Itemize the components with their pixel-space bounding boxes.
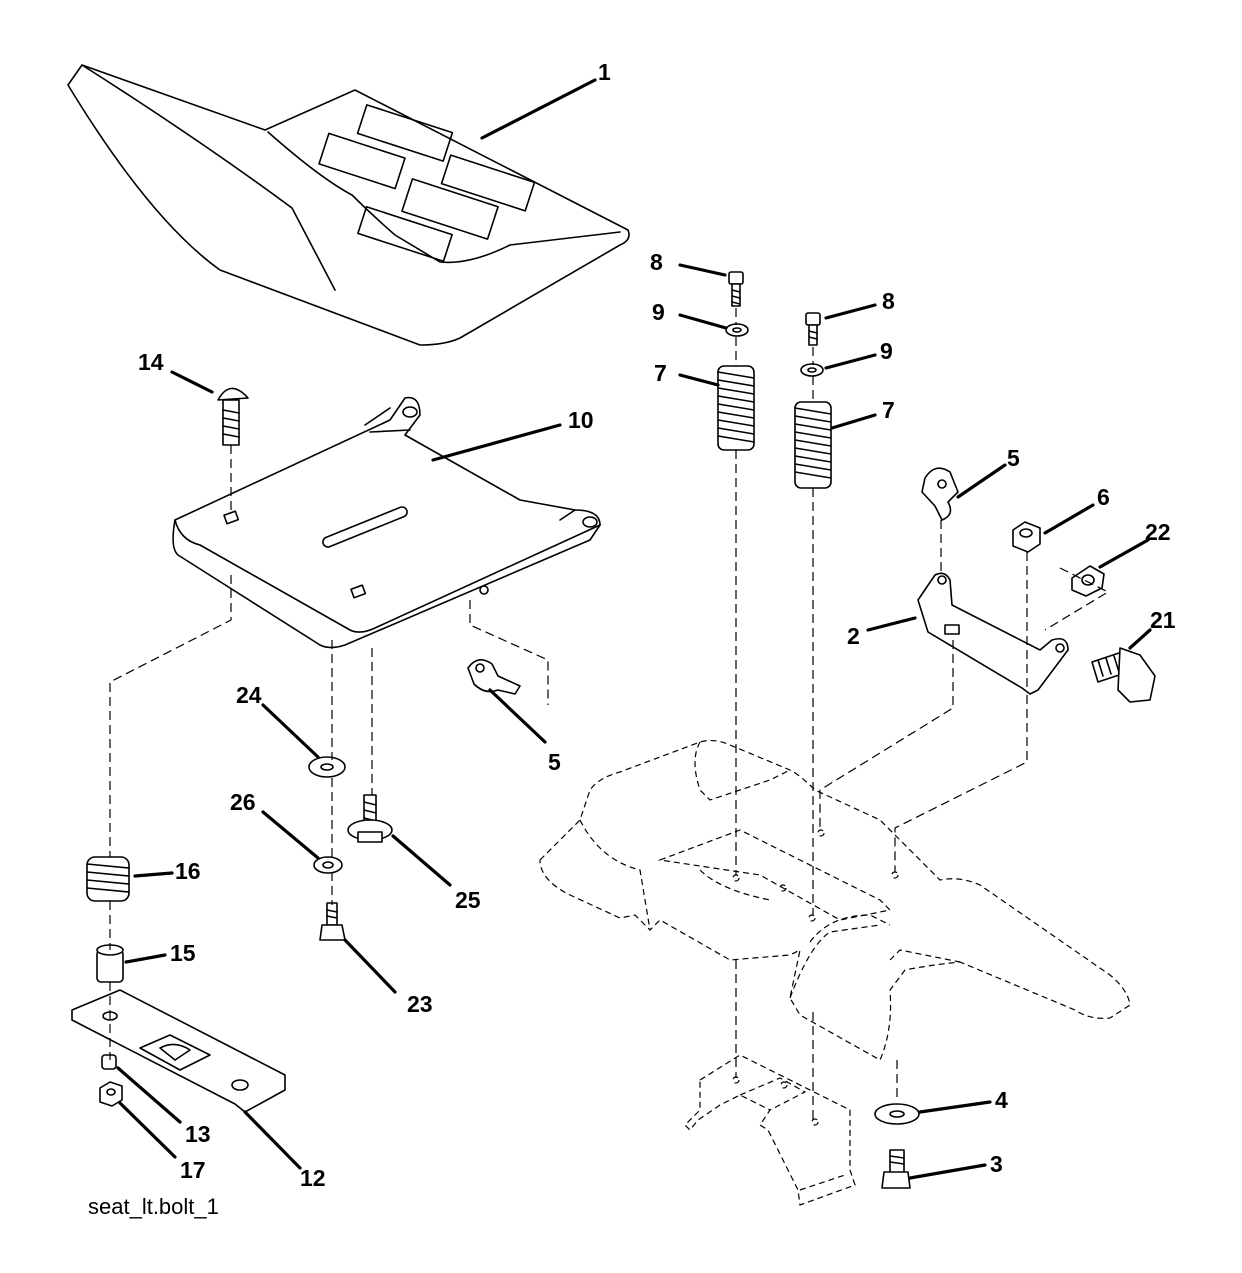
hex-bolt-23: [319, 902, 346, 941]
callout-22: 22: [1145, 519, 1171, 545]
callout-15: 15: [170, 940, 196, 966]
callout-leaders: [116, 78, 1152, 1180]
bolt-left: [728, 271, 744, 307]
callout-16: 16: [175, 858, 201, 884]
lock-washer-26: [313, 856, 343, 874]
callout-9b: 9: [880, 338, 893, 364]
flange-bolt-25: [347, 794, 393, 843]
spacer-bushing: [96, 944, 124, 983]
callout-13: 13: [185, 1121, 211, 1147]
callout-3: 3: [990, 1151, 1003, 1177]
flat-washer-24: [308, 756, 346, 778]
callout-7b: 7: [882, 397, 895, 423]
callout-17: 17: [180, 1157, 206, 1183]
seat-bracket: [917, 572, 1069, 695]
shoulder-bolt: [1091, 647, 1156, 703]
bolt-right: [805, 312, 821, 346]
nut-13: [101, 1054, 117, 1070]
spring-left: [717, 365, 755, 451]
washer-left: [725, 323, 749, 337]
washer-4: [874, 1103, 920, 1125]
bolt-3: [881, 1149, 911, 1189]
callout-10: 10: [568, 407, 594, 433]
callout-8a: 8: [650, 249, 663, 275]
callout-6: 6: [1097, 484, 1110, 510]
flange-nut: [1071, 565, 1105, 597]
mounting-plate: [71, 989, 286, 1113]
seat-clip-upper: [921, 467, 959, 521]
diagram-caption: seat_lt.bolt_1: [88, 1194, 219, 1219]
nut-17: [99, 1081, 123, 1107]
callout-14: 14: [138, 349, 164, 375]
hex-nut: [1012, 521, 1041, 553]
seat-pan: [172, 396, 601, 649]
callout-8b: 8: [882, 288, 895, 314]
washer-right: [800, 363, 824, 377]
callout-labels: 1 14 10 8 9 7 8 9 7 5 6 22 21 2 5 24 26 …: [138, 59, 1176, 1191]
callout-12: 12: [300, 1165, 326, 1191]
seat-cushion: [67, 64, 630, 346]
seat-clip-lower: [467, 659, 521, 695]
carriage-bolt: [217, 387, 249, 446]
small-spring: [86, 856, 130, 902]
callout-26: 26: [230, 789, 256, 815]
callout-24: 24: [236, 682, 262, 708]
alignment-lines: [109, 308, 1110, 1120]
spring-right: [794, 401, 832, 489]
callout-1: 1: [598, 59, 611, 85]
callout-7a: 7: [654, 360, 667, 386]
callout-4: 4: [995, 1087, 1008, 1113]
callout-5b: 5: [548, 749, 561, 775]
callout-9a: 9: [652, 299, 665, 325]
callout-23: 23: [407, 991, 433, 1017]
callout-25: 25: [455, 887, 481, 913]
frame-outline: [539, 739, 1131, 1206]
callout-21: 21: [1150, 607, 1176, 633]
callout-5a: 5: [1007, 445, 1020, 471]
callout-2: 2: [847, 623, 860, 649]
